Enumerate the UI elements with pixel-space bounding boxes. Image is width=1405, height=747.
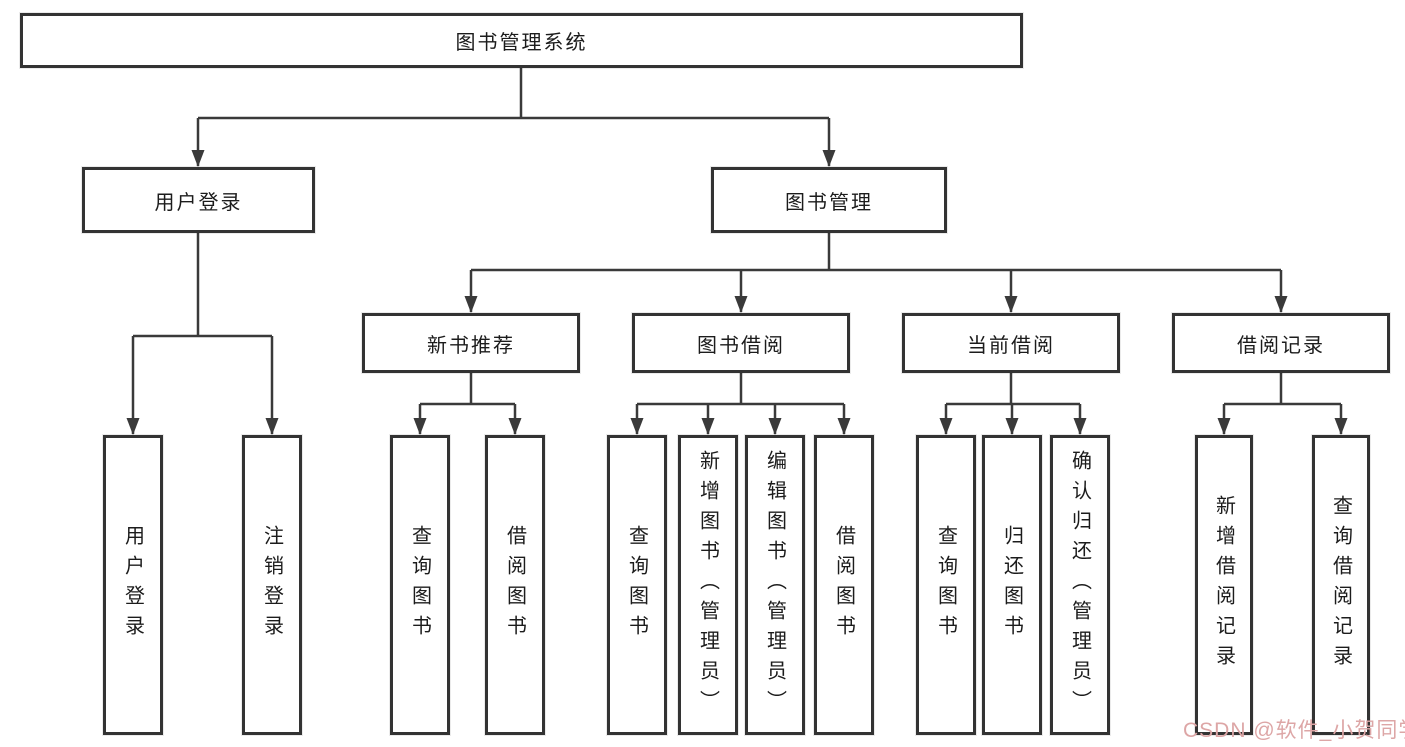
node-br-add-record: 新增借阅记录: [1195, 435, 1253, 735]
node-cb-return-book-label: 归还图书: [1000, 525, 1023, 645]
node-leaf-logout-label: 注销登录: [260, 525, 283, 645]
node-nbr-query-book-label: 查询图书: [408, 525, 431, 645]
connector-user-login-split: [133, 233, 272, 338]
node-cb-confirm-return-label: 确认归还（管理员）: [1068, 450, 1091, 720]
node-bb-borrow-book-label: 借阅图书: [832, 525, 855, 645]
node-bb-add-book-label: 新增图书（管理员）: [696, 450, 719, 720]
connector-borrow-rec-split: [1224, 373, 1341, 406]
node-cb-return-book: 归还图书: [982, 435, 1042, 735]
node-cb-query-book-label: 查询图书: [934, 525, 957, 645]
node-user-login: 用户登录: [82, 167, 315, 233]
node-book-mgmt-label: 图书管理: [785, 191, 873, 214]
node-leaf-user-login-label: 用户登录: [121, 525, 144, 645]
node-bb-edit-book: 编辑图书（管理员）: [745, 435, 805, 735]
node-bb-query-book: 查询图书: [607, 435, 667, 735]
node-leaf-logout: 注销登录: [242, 435, 302, 735]
node-br-query-record-label: 查询借阅记录: [1329, 495, 1352, 675]
node-new-book-rec: 新书推荐: [362, 313, 580, 373]
node-cb-confirm-return: 确认归还（管理员）: [1050, 435, 1110, 735]
node-book-mgmt: 图书管理: [711, 167, 947, 233]
connector-new-book-rec-split: [420, 373, 515, 406]
node-bb-borrow-book: 借阅图书: [814, 435, 874, 735]
connector-book-borrow-split: [637, 373, 844, 406]
connector-root-split: [198, 68, 829, 120]
node-nbr-query-book: 查询图书: [390, 435, 450, 735]
node-book-borrow: 图书借阅: [632, 313, 850, 373]
node-borrow-record-label: 借阅记录: [1237, 334, 1325, 357]
node-borrow-record: 借阅记录: [1172, 313, 1390, 373]
node-new-book-rec-label: 新书推荐: [427, 334, 515, 357]
node-leaf-user-login: 用户登录: [103, 435, 163, 735]
node-bb-add-book: 新增图书（管理员）: [678, 435, 738, 735]
node-root-label: 图书管理系统: [455, 32, 588, 54]
node-user-login-label: 用户登录: [154, 191, 243, 214]
node-nbr-borrow-book-label: 借阅图书: [503, 525, 526, 645]
node-book-borrow-label: 图书借阅: [697, 334, 785, 357]
node-br-add-record-label: 新增借阅记录: [1212, 495, 1235, 675]
node-br-query-record: 查询借阅记录: [1312, 435, 1370, 735]
node-root: 图书管理系统: [20, 13, 1023, 68]
node-cb-query-book: 查询图书: [916, 435, 976, 735]
connector-cur-borrow-split: [946, 373, 1080, 406]
node-current-borrow-label: 当前借阅: [967, 334, 1055, 357]
node-current-borrow: 当前借阅: [902, 313, 1120, 373]
node-bb-query-book-label: 查询图书: [625, 525, 648, 645]
connector-book-mgmt-split: [471, 233, 1281, 272]
node-bb-edit-book-label: 编辑图书（管理员）: [763, 450, 786, 720]
node-nbr-borrow-book: 借阅图书: [485, 435, 545, 735]
